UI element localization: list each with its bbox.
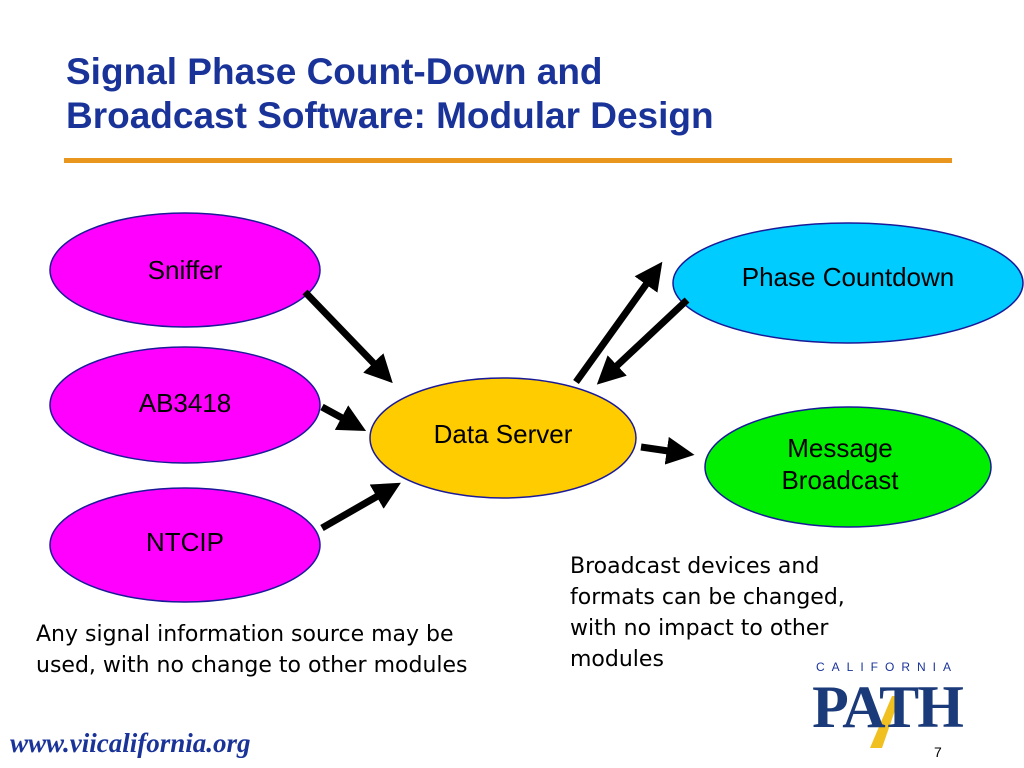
message-broadcast-label-line2: Broadcast: [781, 465, 899, 495]
arrow-ntcip-to-server: [320, 482, 401, 532]
sniffer-label: Sniffer: [147, 255, 223, 285]
data-server-node: [369, 377, 637, 499]
phase-countdown-label: Phase Countdown: [741, 262, 955, 292]
slide-title-line1: Signal Phase Count-Down and: [66, 51, 603, 92]
title-divider: [64, 158, 952, 163]
california-path-logo: CALIFORNIA PATH: [812, 660, 964, 750]
message-broadcast-node: [704, 406, 992, 528]
sources-note: Any signal information source may be use…: [36, 619, 536, 681]
broadcast-note-line4: modules: [570, 647, 664, 672]
broadcast-note-line2: formats can be changed,: [570, 585, 845, 610]
logo-swoosh-icon: [870, 696, 900, 748]
ntcip-label: NTCIP: [146, 527, 224, 557]
footer-url: www.viicalifornia.org: [10, 728, 251, 758]
arrow-phase-to-server: [596, 297, 690, 385]
ab3418-label: AB3418: [138, 388, 232, 418]
sources-note-line1: Any signal information source may be: [36, 622, 454, 647]
broadcast-note: Broadcast devices and formats can be cha…: [570, 551, 890, 675]
message-broadcast-label: Message Broadcast: [740, 432, 940, 496]
arrow-sniffer-to-server: [302, 289, 393, 384]
arrow-server-to-broadcast: [640, 436, 695, 465]
slide-title: Signal Phase Count-Down and Broadcast So…: [66, 50, 966, 138]
logo-top-text: CALIFORNIA: [815, 660, 958, 674]
ntcip-node: [49, 487, 321, 603]
arrow-ab3418-to-server: [320, 403, 367, 432]
message-broadcast-label-line1: Message: [787, 433, 893, 463]
broadcast-note-line1: Broadcast devices and: [570, 554, 820, 579]
ab3418-node: [49, 346, 321, 464]
page-number: 7: [934, 744, 942, 760]
arrow-server-to-phase: [573, 261, 663, 385]
logo-main-text: PATH: [812, 674, 964, 740]
data-server-label: Data Server: [433, 419, 573, 449]
slide-title-line2: Broadcast Software: Modular Design: [66, 95, 714, 136]
phase-countdown-node: [672, 222, 1024, 344]
sources-note-line2: used, with no change to other modules: [36, 653, 468, 678]
sniffer-node: [49, 212, 321, 328]
broadcast-note-line3: with no impact to other: [570, 616, 829, 641]
